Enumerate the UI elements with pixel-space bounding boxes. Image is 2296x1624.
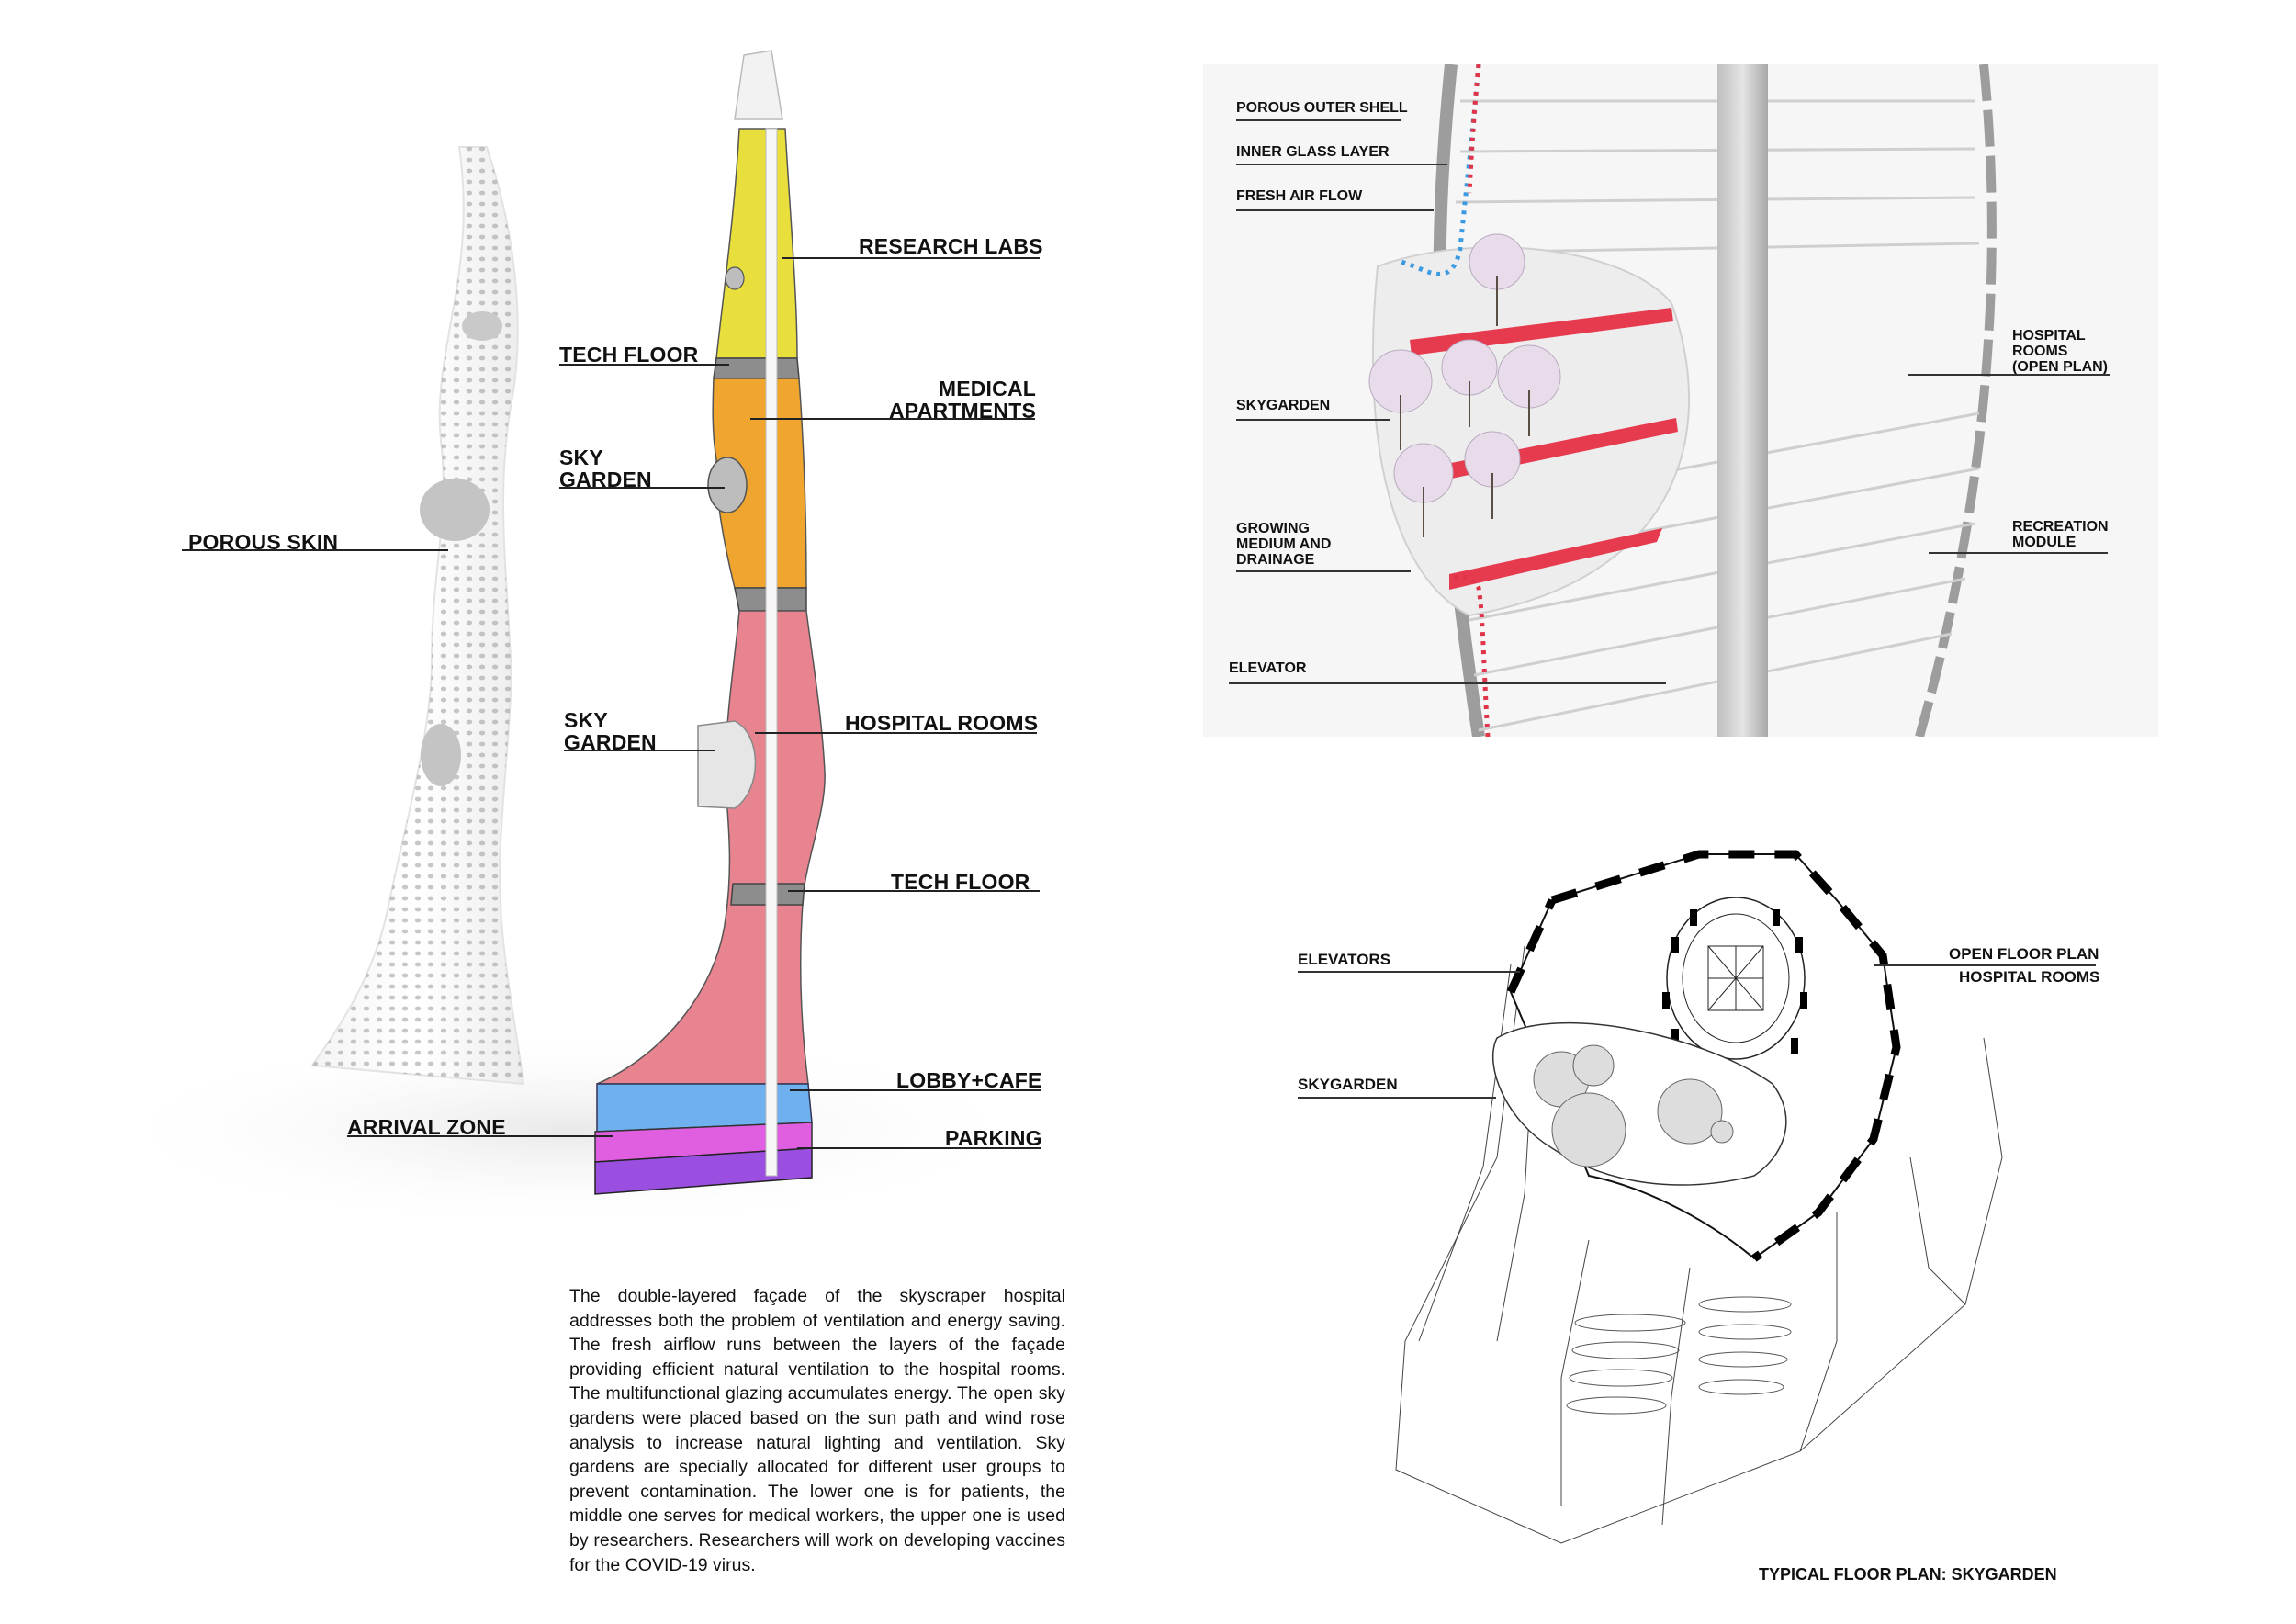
leader-hospital-rooms-open-plan xyxy=(1908,374,2110,376)
floor-plan-illustration xyxy=(1395,850,2003,1544)
label-tech-floor-lower: TECH FLOOR xyxy=(891,870,1030,894)
label-hospital-rooms-plan: HOSPITAL ROOMS xyxy=(1959,968,2100,986)
leader-sky-garden-upper xyxy=(559,487,725,489)
leader-skygarden-section xyxy=(1236,419,1390,421)
label-research-labs: RESEARCH LABS xyxy=(859,234,1043,258)
label-fresh-air-flow: FRESH AIR FLOW xyxy=(1236,188,1363,204)
leader-porous-outer-shell xyxy=(1236,119,1401,121)
leader-inner-glass-layer xyxy=(1236,164,1447,165)
leader-lobby-cafe xyxy=(790,1089,1041,1091)
label-growing-medium: GROWING MEDIUM AND DRAINAGE xyxy=(1236,521,1332,568)
tower-diagram: POROUS SKIN TECH FLOOR SKY GARDEN SKY GA… xyxy=(0,0,1148,1268)
leader-recreation-module xyxy=(1929,552,2108,554)
label-tech-floor-upper: TECH FLOOR xyxy=(559,343,699,367)
label-parking: PARKING xyxy=(945,1126,1042,1150)
leader-porous-skin xyxy=(182,549,448,551)
leader-research-labs xyxy=(782,257,1040,259)
tower-section-illustration xyxy=(594,50,826,1195)
label-sky-garden-upper: SKY GARDEN xyxy=(559,445,652,492)
label-hospital-rooms-open-plan: HOSPITAL ROOMS (OPEN PLAN) xyxy=(2012,328,2108,375)
leader-sky-garden-lower xyxy=(564,750,715,751)
leader-tech-floor-lower xyxy=(788,890,1040,892)
label-skygarden-section: SKYGARDEN xyxy=(1236,398,1331,413)
label-recreation-module: RECREATION MODULE xyxy=(2012,519,2109,550)
label-skygarden-plan: SKYGARDEN xyxy=(1298,1076,1398,1093)
label-porous-outer-shell: POROUS OUTER SHELL xyxy=(1236,100,1408,116)
label-lobby-cafe: LOBBY+CAFE xyxy=(896,1068,1042,1092)
leader-elevator xyxy=(1229,682,1666,684)
leader-elevators xyxy=(1298,971,1520,973)
leader-open-floor-plan xyxy=(1874,964,2096,966)
leader-growing-medium xyxy=(1236,570,1411,572)
description-paragraph: The double-layered façade of the skyscra… xyxy=(569,1286,1065,1575)
leader-skygarden-plan xyxy=(1298,1097,1496,1099)
label-inner-glass-layer: INNER GLASS LAYER xyxy=(1236,144,1390,160)
label-open-floor-plan: OPEN FLOOR PLAN xyxy=(1949,945,2099,963)
floor-plan-diagram: ELEVATORS OPEN FLOOR PLAN HOSPITAL ROOMS… xyxy=(1286,827,2204,1607)
section-illustration xyxy=(1368,64,1997,737)
label-sky-garden-lower: SKY GARDEN xyxy=(564,708,657,755)
leader-tech-floor-upper xyxy=(559,364,729,366)
label-medical-apartments: MEDICAL APARTMENTS xyxy=(889,377,1037,423)
leader-fresh-air-flow xyxy=(1236,209,1434,211)
label-hospital-rooms: HOSPITAL ROOMS xyxy=(845,711,1039,735)
floor-plan-title: TYPICAL FLOOR PLAN: SKYGARDEN xyxy=(1759,1565,2057,1584)
label-elevators: ELEVATORS xyxy=(1298,951,1391,968)
leader-arrival-zone xyxy=(347,1135,613,1137)
leader-parking xyxy=(797,1147,1041,1149)
leader-medical-apartments xyxy=(750,418,1035,420)
label-arrival-zone: ARRIVAL ZONE xyxy=(347,1115,506,1139)
leader-hospital-rooms xyxy=(755,732,1037,734)
label-elevator: ELEVATOR xyxy=(1229,660,1307,676)
section-diagram: POROUS OUTER SHELL INNER GLASS LAYER FRE… xyxy=(1203,64,2158,737)
